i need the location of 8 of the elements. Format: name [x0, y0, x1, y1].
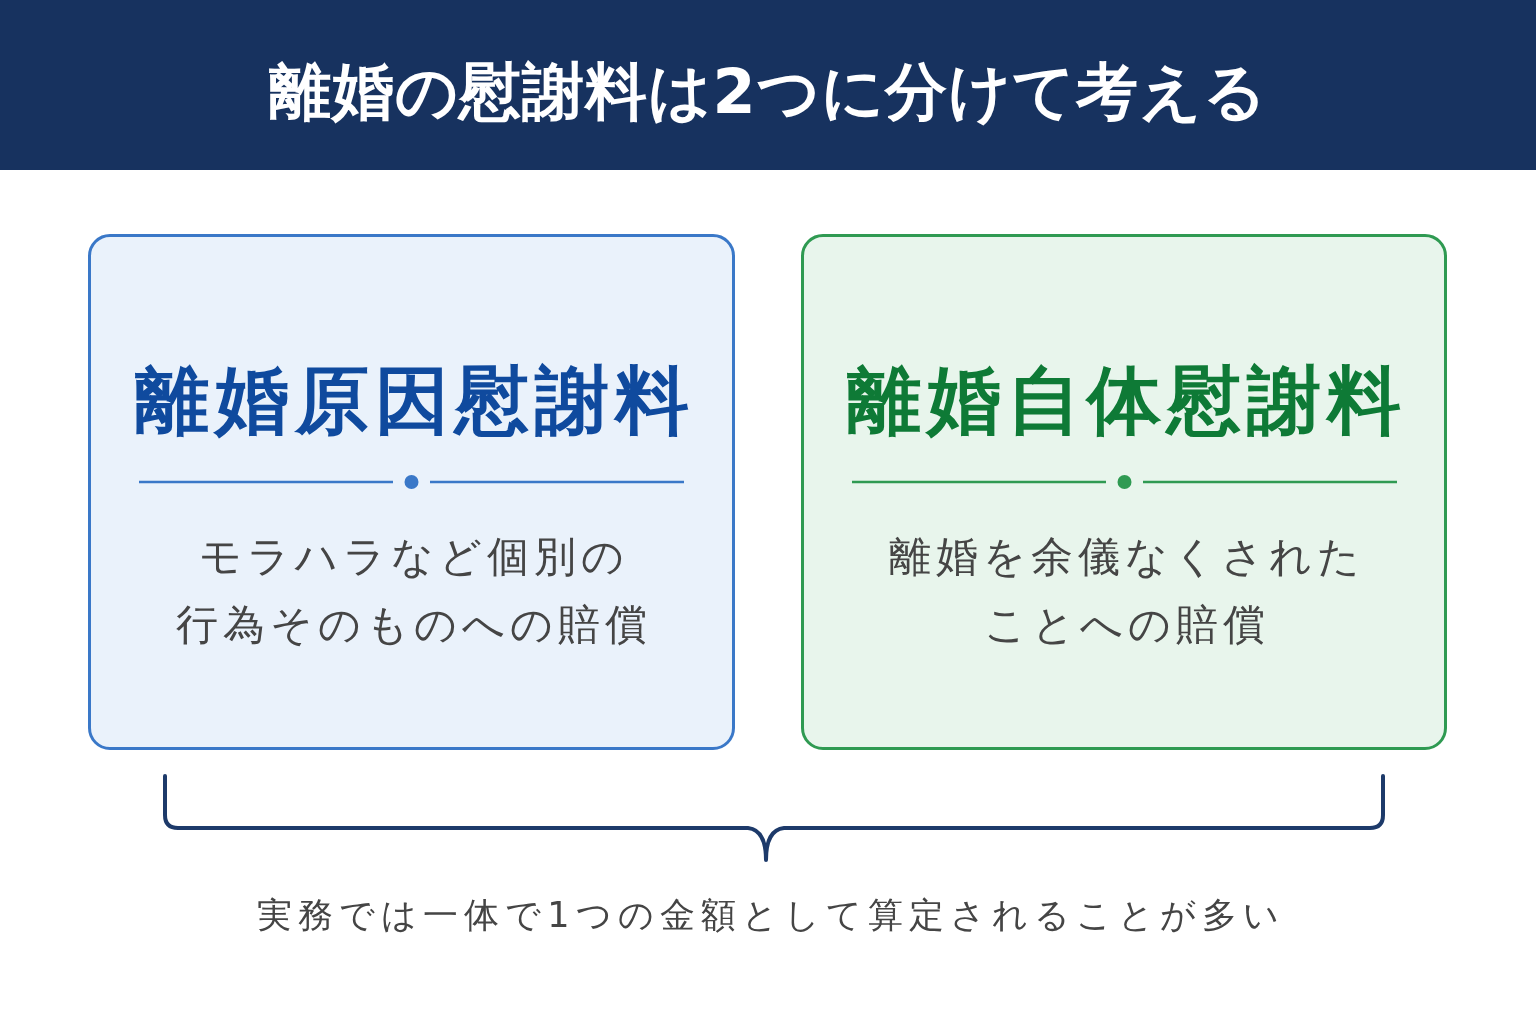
note-text: 実務では一体で1つの金額として算定されることが多い: [256, 894, 1286, 937]
category-box: [88, 234, 735, 750]
box-description: 離婚を余儀なくされたことへの賠償: [887, 531, 1366, 651]
box-heading: 離婚自体慰謝料: [846, 356, 1408, 445]
box-heading: 離婚原因慰謝料: [133, 356, 696, 445]
title: 離婚の慰謝料は2つに分けて考える: [268, 54, 1268, 130]
box-description: モラハラなど個別の行為そのものへの賠償: [175, 531, 653, 651]
category-box: [801, 234, 1447, 750]
